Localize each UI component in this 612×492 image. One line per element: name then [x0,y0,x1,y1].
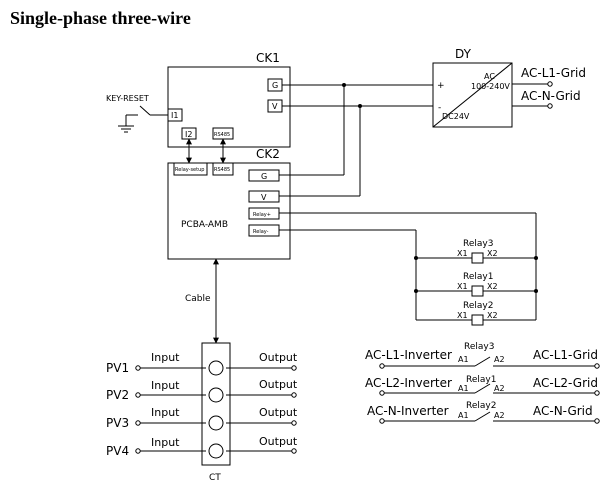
relay2-coil [471,314,484,326]
pv-row-3: PV3 Input Output [106,406,298,431]
grid-n-terminal [547,103,553,109]
diagram-title: Single-phase three-wire [10,8,191,28]
ck2-rs485-label: RS485 [214,167,230,173]
ct-coil-1 [208,360,224,376]
ck1-label: CK1 [256,51,280,65]
relay3-coil-label: Relay3 [463,239,493,249]
relay-coil-bank: Relay3 X1 X2 Relay1 X1 X2 Relay2 X1 X2 [279,212,538,326]
pv4-input-label: Input [151,436,180,449]
ck1-i1-label: I1 [171,111,178,120]
inverter-row3-a2: A2 [494,411,505,420]
inverter-row1-relay: Relay3 [464,342,494,352]
ck2-g-label: G [261,172,267,181]
ck2-v-label: V [261,193,267,202]
pv2-input-label: Input [151,379,180,392]
ct-coil-4 [208,443,224,459]
pv2-label: PV2 [106,388,129,402]
pv1-output-label: Output [259,351,298,364]
relay3-coil [471,252,484,264]
ground-icon [118,125,134,133]
relay3-contact [474,356,491,367]
dy-dc-label: DC24V [442,112,470,121]
pv1-input-label: Input [151,351,180,364]
inverter-row1-a2: A2 [494,355,505,364]
inverter-row-1: AC-L1-Inverter Relay3 A1 A2 AC-L1-Grid [365,342,600,369]
dy-grid-n-label: AC-N-Grid [521,89,581,103]
dy-ac-label: AC [484,72,495,81]
cable-label: Cable [185,294,211,304]
ck2-relay-minus-label: Relay- [253,229,269,235]
dy-power-supply: DY AC 100-240V DC24V + - [432,47,513,128]
ck2-relay-plus-label: Relay+ [253,212,271,218]
inverter-row3-right: AC-N-Grid [533,404,593,418]
inverter-row1-left: AC-L1-Inverter [365,348,452,362]
pv3-input-label: Input [151,406,180,419]
ct-coil-2 [208,387,224,403]
key-reset-label: KEY-RESET [106,94,149,103]
relay2-x1-label: X1 [457,311,468,320]
dy-range-label: 100-240V [471,82,510,91]
power-wiring [279,83,433,197]
ct-label: CT [209,473,221,483]
pv-row-2: PV2 Input Output [106,378,298,403]
pv3-output-label: Output [259,406,298,419]
inverter-row2-relay: Relay1 [466,375,496,385]
ck2-relay-setup-label: Relay-setup [175,167,204,173]
pv-row-4: PV4 Input Output [106,435,298,459]
relay2-coil-label: Relay2 [463,301,493,311]
dy-plus-label: + [437,81,445,91]
inverter-row2-a2: A2 [494,384,505,393]
inverter-row-3: AC-N-Inverter Relay2 A1 A2 AC-N-Grid [367,401,600,424]
pv4-label: PV4 [106,444,129,458]
relay1-contact [474,383,491,394]
inverter-row3-left: AC-N-Inverter [367,404,449,418]
inverter-row2-right: AC-L2-Grid [533,376,598,390]
pv4-output-label: Output [259,435,298,448]
ck1-i2-label: I2 [185,130,192,139]
inverter-row-2: AC-L2-Inverter Relay1 A1 A2 AC-L2-Grid [365,375,600,396]
relay1-x1-label: X1 [457,282,468,291]
relay3-x1-label: X1 [457,249,468,258]
relay1-coil [471,285,484,297]
ck1-rs485-label: RS485 [214,132,230,138]
pv1-label: PV1 [106,361,129,375]
inverter-row1-a1: A1 [458,355,469,364]
inverter-row3-relay: Relay2 [466,401,496,411]
relay1-x2-label: X2 [487,282,498,291]
relay1-coil-label: Relay1 [463,272,493,282]
dy-label: DY [455,47,472,61]
pcba-label: PCBA-AMB [181,220,228,230]
relay2-x2-label: X2 [487,311,498,320]
pv-row-1: PV1 Input Output [106,351,298,376]
pv3-label: PV3 [106,416,129,430]
key-reset-switch: KEY-RESET [106,94,168,133]
relay3-x2-label: X2 [487,249,498,258]
dy-grid-l1-label: AC-L1-Grid [521,66,586,80]
ck2-label: CK2 [256,147,280,161]
ck1-module: CK1 G V I1 I2 RS485 [167,51,291,148]
ct-coil-3 [208,415,224,431]
ck1-v-label: V [272,102,278,111]
inverter-row2-left: AC-L2-Inverter [365,376,452,390]
inverter-row3-a1: A1 [458,411,469,420]
dy-minus-label: - [438,103,441,113]
pv2-output-label: Output [259,378,298,391]
ck2-module: CK2 Relay-setup RS485 PCBA-AMB G V Relay… [167,147,291,260]
inverter-row2-a1: A1 [458,384,469,393]
grid-l1-terminal [547,81,553,87]
ck1-g-label: G [272,81,278,90]
inverter-row1-right: AC-L1-Grid [533,348,598,362]
relay2-contact [474,411,491,422]
